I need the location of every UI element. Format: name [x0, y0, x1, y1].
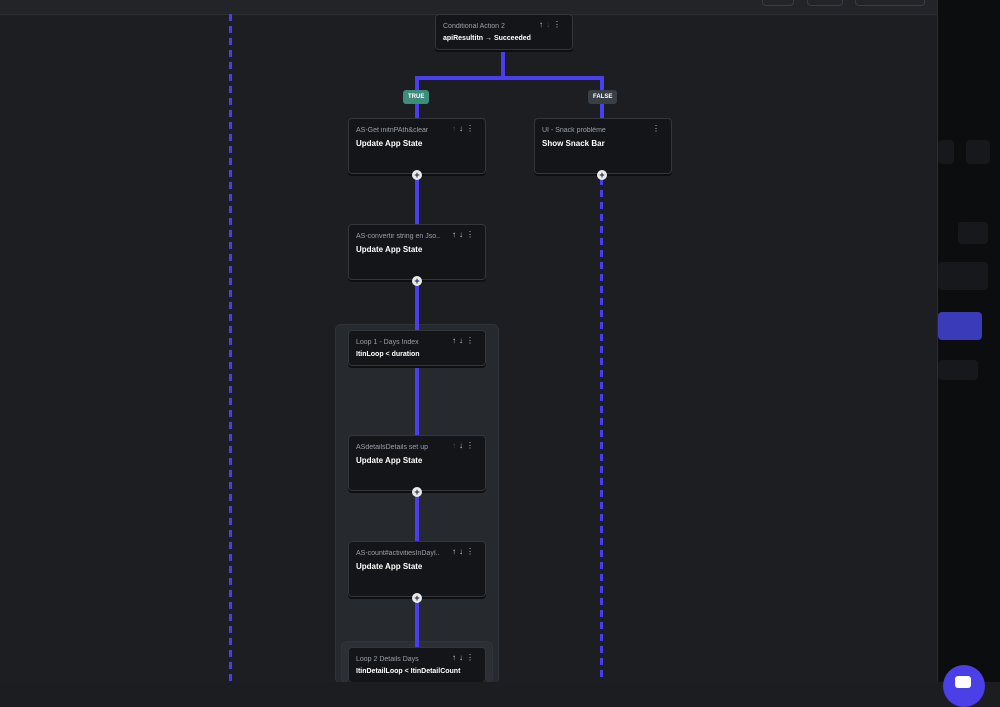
arrow-up-icon[interactable]: ↑: [539, 20, 546, 29]
node-title: Update App State: [356, 456, 423, 465]
node-controls: ↑↓⋮: [452, 441, 477, 450]
arrow-down-icon[interactable]: ↓: [459, 124, 466, 133]
node-label: ASdetailsDetails set up: [356, 444, 428, 451]
connector-line: [415, 364, 419, 436]
node-label: UI - Snack problème: [542, 127, 606, 134]
conditional-action-node[interactable]: Conditional Action 2 apiResultitn → Succ…: [435, 14, 573, 50]
add-action-button[interactable]: +: [597, 170, 607, 180]
add-action-button[interactable]: +: [412, 487, 422, 497]
arrow-down-icon[interactable]: ↓: [459, 653, 466, 662]
more-icon[interactable]: ⋮: [652, 124, 663, 133]
add-action-button[interactable]: +: [412, 170, 422, 180]
dashed-connector: [600, 178, 603, 682]
connector-line: [501, 48, 505, 78]
panel-field[interactable]: [938, 360, 978, 380]
panel-control[interactable]: [958, 222, 988, 244]
show-snack-bar-node[interactable]: UI - Snack problème Show Snack Bar ⋮: [534, 118, 672, 174]
node-title: Update App State: [356, 139, 423, 148]
node-controls: ↑↓⋮: [452, 653, 477, 662]
loop-node[interactable]: Loop 1 - Days Index ItinLoop < duration …: [348, 330, 486, 366]
add-action-button[interactable]: +: [412, 276, 422, 286]
more-icon[interactable]: ⋮: [466, 547, 477, 556]
more-icon[interactable]: ⋮: [553, 20, 564, 29]
node-title: Update App State: [356, 245, 423, 254]
properties-panel: [937, 0, 1000, 682]
node-title: Show Snack Bar: [542, 139, 605, 148]
update-app-state-node[interactable]: ASdetailsDetails set up Update App State…: [348, 435, 486, 491]
node-label: AS-count#activitiesInDayI...: [356, 550, 440, 557]
panel-primary-button[interactable]: [938, 312, 982, 340]
more-icon[interactable]: ⋮: [466, 653, 477, 662]
panel-control[interactable]: [966, 140, 990, 164]
more-icon[interactable]: ⋮: [466, 230, 477, 239]
node-label: Conditional Action 2: [443, 23, 505, 30]
branch-connector: [415, 76, 604, 80]
arrow-down-icon[interactable]: ↓: [459, 547, 466, 556]
arrow-up-icon[interactable]: ↑: [452, 653, 459, 662]
update-app-state-node[interactable]: AS-Get initnPAth&clear Update App State …: [348, 118, 486, 174]
arrow-up-icon[interactable]: ↑: [452, 547, 459, 556]
chat-icon[interactable]: [943, 665, 985, 707]
arrow-down-icon[interactable]: ↓: [459, 230, 466, 239]
arrow-up-icon[interactable]: ↑: [452, 230, 459, 239]
node-label: Loop 1 - Days Index: [356, 339, 419, 346]
arrow-down-icon[interactable]: ↓: [459, 441, 466, 450]
node-controls: ↑↓⋮: [452, 547, 477, 556]
node-controls: ⋮: [652, 124, 663, 133]
more-icon[interactable]: ⋮: [466, 441, 477, 450]
arrow-up-icon[interactable]: ↑: [452, 441, 459, 450]
arrow-down-icon[interactable]: ↓: [546, 20, 553, 29]
top-toolbar: [0, 0, 937, 15]
toolbar-button[interactable]: [807, 0, 843, 6]
node-controls: ↑↓⋮: [452, 336, 477, 345]
loop-node[interactable]: Loop 2 Details Days ItinDetailLoop < Iti…: [348, 647, 486, 682]
false-branch-badge: FALSE: [588, 90, 618, 104]
chat-glyph: [955, 676, 971, 688]
node-title: Update App State: [356, 562, 423, 571]
node-controls: ↑↓⋮: [452, 124, 477, 133]
node-condition: apiResultitn → Succeeded: [443, 35, 531, 42]
more-icon[interactable]: ⋮: [466, 336, 477, 345]
toolbar-button[interactable]: [762, 0, 794, 6]
add-action-button[interactable]: +: [412, 593, 422, 603]
arrow-up-icon[interactable]: ↑: [452, 124, 459, 133]
connector-line: [415, 174, 419, 224]
more-icon[interactable]: ⋮: [466, 124, 477, 133]
connector-line: [415, 597, 419, 647]
update-app-state-node[interactable]: AS-count#activitiesInDayI... Update App …: [348, 541, 486, 597]
update-app-state-node[interactable]: AS-convertir string en Jso... Update App…: [348, 224, 486, 280]
arrow-down-icon[interactable]: ↓: [459, 336, 466, 345]
node-condition: ItinDetailLoop < ItinDetailCount: [356, 668, 461, 675]
connector-line: [415, 280, 419, 330]
arrow-up-icon[interactable]: ↑: [452, 336, 459, 345]
dashed-connector: [229, 14, 232, 682]
node-controls: ↑↓⋮: [539, 20, 564, 29]
true-branch-badge: TRUE: [403, 90, 430, 104]
node-controls: ↑↓⋮: [452, 230, 477, 239]
node-label: Loop 2 Details Days: [356, 656, 419, 663]
toolbar-button[interactable]: [855, 0, 925, 6]
panel-control[interactable]: [938, 140, 954, 164]
panel-field[interactable]: [938, 262, 988, 290]
connector-line: [415, 491, 419, 541]
node-label: AS-convertir string en Jso...: [356, 233, 440, 240]
node-condition: ItinLoop < duration: [356, 351, 420, 358]
node-label: AS-Get initnPAth&clear: [356, 127, 429, 134]
workflow-canvas[interactable]: Conditional Action 2 apiResultitn → Succ…: [0, 0, 937, 682]
